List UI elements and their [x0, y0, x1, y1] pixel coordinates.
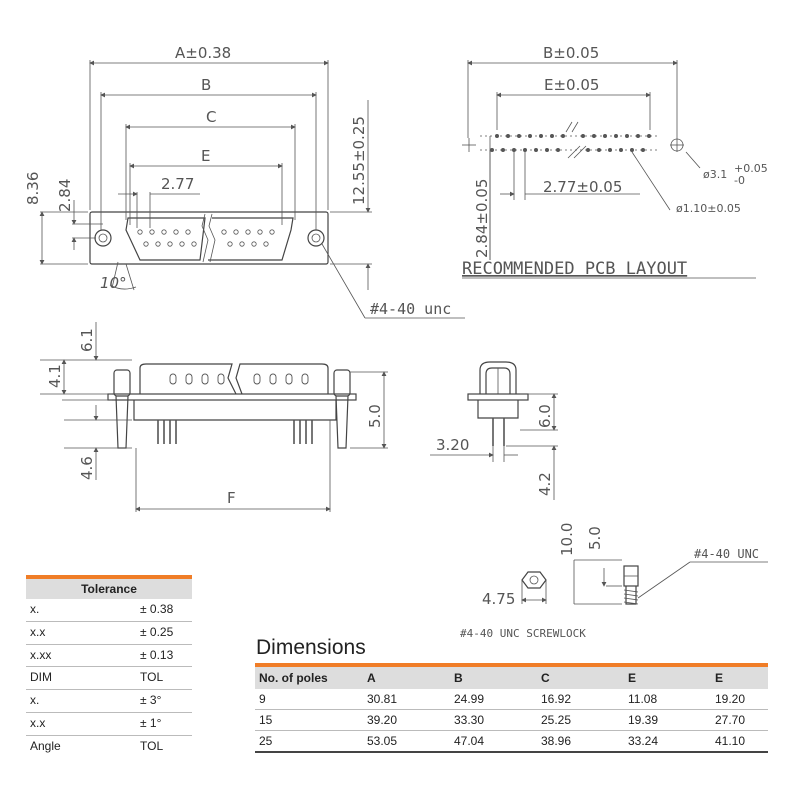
dim-10deg-label: 10° [100, 274, 127, 292]
tolerance-title: Tolerance [26, 579, 192, 599]
dimensions-title: Dimensions [256, 636, 366, 659]
dim-a-label: A±0.38 [175, 44, 231, 62]
side-f-label: F [227, 489, 236, 507]
dimensions-header-row: No. of poles A B C E E [255, 667, 768, 689]
tolerance-accent-bar [26, 575, 192, 579]
pcb-b-label: B±0.05 [543, 44, 599, 62]
tolerance-row: x.x± 0.25 [26, 622, 192, 645]
column-header: C [541, 671, 550, 685]
dim-c-label: C [206, 108, 216, 126]
sl-50-label: 5.0 [586, 526, 604, 550]
dimensions-table: No. of poles A B C E E 9 30.81 24.99 16.… [255, 663, 768, 753]
dim-440-label: #4-40 unc [370, 300, 451, 318]
pin-grid [137, 229, 275, 247]
mount-hole-right [307, 229, 325, 247]
pcb-tol-plus: +0.05 [734, 162, 768, 175]
end-320-label: 3.20 [436, 436, 469, 454]
pcb-hole-rows [490, 134, 651, 152]
tolerance-table: Tolerance x.± 0.38 x.x± 0.25 x.xx± 0.13 … [26, 575, 192, 758]
pcb-277-label: 2.77±0.05 [543, 178, 622, 196]
end-60-label: 6.0 [536, 404, 554, 428]
mount-hole-left [94, 229, 112, 247]
dimensions-accent-bar [255, 663, 768, 667]
dim-277-label: 2.77 [161, 175, 194, 193]
tolerance-row: x.± 0.38 [26, 599, 192, 622]
column-header: No. of poles [259, 671, 328, 685]
side-46-label: 4.6 [78, 456, 96, 480]
pcb-hole2-label: ø1.10±0.05 [676, 202, 741, 215]
pcb-e-label: E±0.05 [544, 76, 599, 94]
d-shell [125, 217, 206, 261]
column-header: A [367, 671, 376, 685]
pcb-hole1-label: ø3.1 [703, 168, 727, 181]
column-header: E [715, 671, 724, 685]
end-view [430, 361, 558, 500]
sl-100-label: 10.0 [558, 523, 576, 556]
dim-b-label: B [201, 76, 211, 94]
side-50-label: 5.0 [366, 404, 384, 428]
pcb-layout [462, 60, 701, 260]
pcb-tol-minus: -0 [734, 174, 745, 187]
side-41-label: 4.1 [46, 364, 64, 388]
tolerance-row: x.± 3° [26, 690, 192, 713]
tolerance-row: x.x± 1° [26, 713, 192, 736]
table-row: 9 30.81 24.99 16.92 11.08 19.20 [255, 689, 768, 710]
column-header: B [454, 671, 463, 685]
sl-440-label: #4-40 UNC [694, 547, 759, 561]
end-42-label: 4.2 [536, 472, 554, 496]
table-row: 15 39.20 33.30 25.25 19.39 27.70 [255, 710, 768, 731]
pcb-284-label: 2.84±0.05 [473, 179, 491, 258]
sl-475-label: 4.75 [482, 590, 515, 608]
dim-284-label: 2.84 [56, 179, 74, 212]
sl-caption: #4-40 UNC SCREWLOCK [460, 627, 586, 640]
side-view [40, 322, 388, 512]
pcb-title: RECOMMENDED PCB LAYOUT [462, 259, 687, 279]
front-view [39, 60, 465, 319]
dim-1255-label: 12.55±0.25 [350, 116, 368, 205]
dim-e-label: E [201, 147, 210, 165]
screwlock-detail [521, 559, 768, 605]
dim-836-label: 8.36 [24, 172, 42, 205]
column-header: E [628, 671, 637, 685]
side-61-label: 6.1 [78, 328, 96, 352]
table-row: 25 53.05 47.04 38.96 33.24 41.10 [255, 731, 768, 753]
tolerance-row: x.xx± 0.13 [26, 645, 192, 668]
